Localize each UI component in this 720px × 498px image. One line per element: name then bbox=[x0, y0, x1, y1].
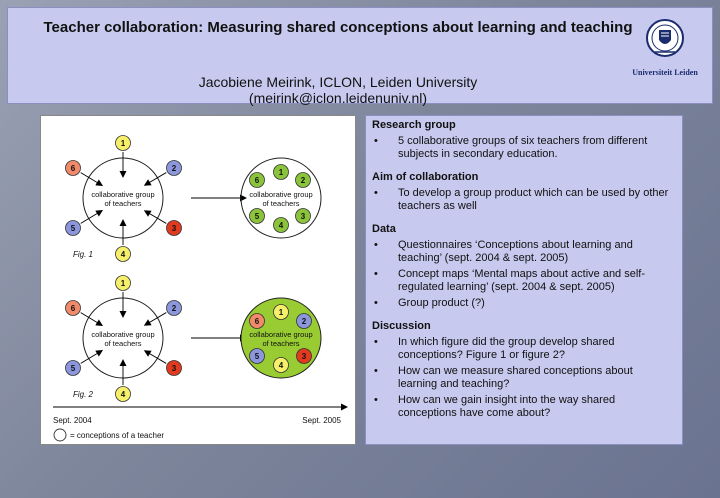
fig2-teacher-node-6-label: 6 bbox=[71, 304, 76, 313]
fig1-teacher-node-2-label: 2 bbox=[172, 164, 177, 173]
author-line: Jacobiene Meirink, ICLON, Leiden Univers… bbox=[198, 74, 478, 90]
fig1-shared-node-6 bbox=[249, 172, 265, 188]
university-seal-icon bbox=[646, 19, 684, 57]
fig1-inward-arrow bbox=[143, 172, 167, 186]
list-item: In which figure did the group develop sh… bbox=[372, 336, 674, 362]
fig1-right-group-label-line2: of teachers bbox=[262, 199, 299, 208]
fig2-left-group-label-line2: of teachers bbox=[104, 339, 141, 348]
fig2-shared-node-6-label: 6 bbox=[255, 317, 260, 326]
fig1-teacher-node-3 bbox=[166, 220, 182, 236]
fig1-right-group-circle bbox=[240, 157, 322, 239]
fig2-teacher-node-5-label: 5 bbox=[71, 364, 76, 373]
fig1-shared-node-1 bbox=[273, 164, 289, 180]
fig1-inward-arrow bbox=[80, 209, 104, 224]
fig1-right-group-label-line1: collaborative group bbox=[249, 190, 312, 199]
fig2-teacher-node-4-label: 4 bbox=[121, 390, 126, 399]
list-item: Group product (?) bbox=[372, 297, 674, 310]
fig1-teacher-node-5 bbox=[65, 220, 81, 236]
timeline-end-label: Sept. 2005 bbox=[302, 416, 341, 425]
fig1-shared-node-2-label: 2 bbox=[301, 176, 306, 185]
fig2-teacher-node-3 bbox=[166, 360, 182, 376]
fig2-right-group-label-line2: of teachers bbox=[262, 339, 299, 348]
fig1-inward-arrow bbox=[143, 210, 167, 224]
fig2-inward-arrow bbox=[80, 349, 104, 364]
fig2-shared-node-1 bbox=[273, 304, 289, 320]
fig2-shared-node-2-label: 2 bbox=[302, 317, 307, 326]
fig2-teacher-node-2 bbox=[166, 300, 182, 316]
fig1-shared-node-5-label: 5 bbox=[255, 212, 260, 221]
list-item: To develop a group product which can be … bbox=[372, 187, 674, 213]
discussion-title: Discussion bbox=[372, 320, 431, 332]
fig1-shared-node-3 bbox=[295, 208, 311, 224]
list-item: How can we measure shared conceptions ab… bbox=[372, 365, 674, 391]
fig1-teacher-node-3-label: 3 bbox=[172, 224, 177, 233]
fig2-label: Fig. 2 bbox=[73, 390, 94, 399]
fig1-teacher-node-5-label: 5 bbox=[71, 224, 76, 233]
legend-circle-icon bbox=[53, 428, 67, 442]
fig1-shared-node-2 bbox=[295, 172, 311, 188]
author-email: (meirink@iclon.leidenuniv.nl) bbox=[248, 90, 428, 106]
fig1-teacher-node-1 bbox=[115, 135, 131, 151]
fig2-teacher-node-2-label: 2 bbox=[172, 304, 177, 313]
research-group-list: 5 collaborative groups of six teachers f… bbox=[372, 135, 674, 161]
fig2-shared-node-3-label: 3 bbox=[302, 352, 307, 361]
fig1-shared-node-6-label: 6 bbox=[255, 176, 260, 185]
logo-text: Universiteit Leiden bbox=[632, 68, 698, 77]
fig2-shared-node-2 bbox=[296, 313, 312, 329]
fig2-shared-node-3 bbox=[296, 348, 312, 364]
aim-list: To develop a group product which can be … bbox=[372, 187, 674, 213]
fig1-inward-arrow bbox=[80, 172, 104, 187]
fig2-inward-arrow bbox=[80, 312, 104, 327]
text-panel: Research group 5 collaborative groups of… bbox=[365, 115, 683, 445]
fig2-inward-arrow bbox=[143, 350, 167, 364]
fig2-teacher-node-6 bbox=[65, 300, 81, 316]
fig2-teacher-node-1 bbox=[115, 275, 131, 291]
fig2-teacher-node-1-label: 1 bbox=[121, 279, 126, 288]
fig2-teacher-node-5 bbox=[65, 360, 81, 376]
fig1-shared-node-1-label: 1 bbox=[279, 168, 284, 177]
fig2-shared-node-5 bbox=[249, 348, 265, 364]
fig1-shared-node-4-label: 4 bbox=[279, 221, 284, 230]
fig2-teacher-node-3-label: 3 bbox=[172, 364, 177, 373]
discussion-list: In which figure did the group develop sh… bbox=[372, 336, 674, 420]
fig1-shared-node-3-label: 3 bbox=[301, 212, 306, 221]
fig2-shared-node-5-label: 5 bbox=[255, 352, 260, 361]
research-group-title: Research group bbox=[372, 119, 456, 131]
list-item: Concept maps ‘Mental maps about active a… bbox=[372, 268, 674, 294]
poster-header: Teacher collaboration: Measuring shared … bbox=[7, 7, 713, 106]
fig2-teacher-node-4 bbox=[115, 386, 131, 402]
fig1-teacher-node-6-label: 6 bbox=[71, 164, 76, 173]
fig2-shared-node-4-label: 4 bbox=[279, 361, 284, 370]
fig2-shared-node-4 bbox=[273, 357, 289, 373]
fig2-shared-node-6 bbox=[249, 313, 265, 329]
fig2-inward-arrow bbox=[143, 312, 167, 326]
fig1-teacher-node-2 bbox=[166, 160, 182, 176]
list-item: How can we gain insight into the way sha… bbox=[372, 394, 674, 420]
data-title: Data bbox=[372, 223, 396, 235]
fig1-teacher-node-4-label: 4 bbox=[121, 250, 126, 259]
fig2-shared-node-1-label: 1 bbox=[279, 308, 284, 317]
fig1-shared-node-5 bbox=[249, 208, 265, 224]
university-logo: Universiteit Leiden bbox=[630, 18, 700, 77]
fig1-left-group-label-line1: collaborative group bbox=[91, 190, 154, 199]
fig1-shared-node-4 bbox=[273, 217, 289, 233]
poster-title: Teacher collaboration: Measuring shared … bbox=[43, 19, 633, 36]
fig1-teacher-node-1-label: 1 bbox=[121, 139, 126, 148]
list-item: Questionnaires ‘Conceptions about learni… bbox=[372, 239, 674, 265]
fig1-teacher-node-4 bbox=[115, 246, 131, 262]
fig1-teacher-node-6 bbox=[65, 160, 81, 176]
fig1-left-group-label-line2: of teachers bbox=[104, 199, 141, 208]
aim-title: Aim of collaboration bbox=[372, 171, 479, 183]
fig2-right-group-label-line1: collaborative group bbox=[249, 330, 312, 339]
list-item: 5 collaborative groups of six teachers f… bbox=[372, 135, 674, 161]
fig2-left-group-label-line1: collaborative group bbox=[91, 330, 154, 339]
fig1-label: Fig. 1 bbox=[73, 250, 93, 259]
data-list: Questionnaires ‘Conceptions about learni… bbox=[372, 239, 674, 310]
legend-text: = conceptions of a teacher bbox=[70, 431, 164, 440]
timeline-start-label: Sept. 2004 bbox=[53, 416, 92, 425]
